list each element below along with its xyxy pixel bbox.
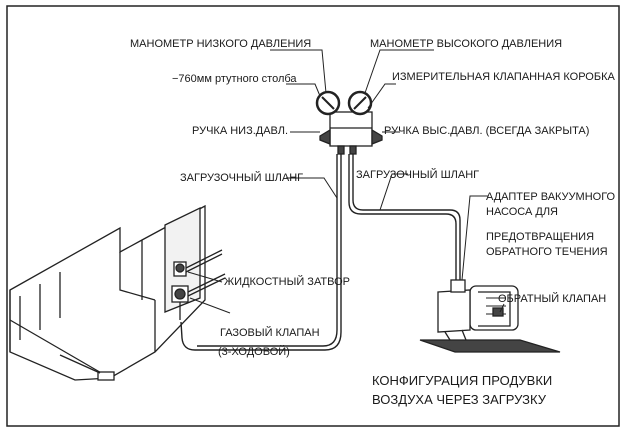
adapter-label-1: АДАПТЕР ВАКУУМНОГО <box>486 191 616 203</box>
liquid-valve-icon <box>175 263 185 273</box>
caption-line-1: КОНФИГУРАЦИЯ ПРОДУВКИ <box>372 373 552 388</box>
charge-hose-right <box>352 154 461 284</box>
high-gauge-label: МАНОМЕТР ВЫСОКОГО ДАВЛЕНИЯ <box>370 38 562 50</box>
check-valve-label: ОБРАТНЫЙ КЛАПАН <box>498 292 606 305</box>
caption-line-2: ВОЗДУХА ЧЕРЕЗ ЗАГРУЗКУ <box>372 392 547 407</box>
low-handle-knob <box>319 128 331 145</box>
adapter-icon <box>450 279 466 293</box>
low-gauge-label: МАНОМЕТР НИЗКОГО ДАВЛЕНИЯ <box>130 38 311 50</box>
liquid-valve-label: ЖИДКОСТНЫЙ ЗАТВОР <box>224 275 350 288</box>
service-valves <box>171 249 226 320</box>
high-handle-label: РУЧКА ВЫС.ДАВЛ. (ВСЕГДА ЗАКРЫТА) <box>384 125 589 137</box>
manifold-body <box>329 111 373 147</box>
outdoor-unit <box>9 204 206 381</box>
charge-hose-left <box>180 154 342 351</box>
adapter-label-3: ПРЕДОТВРАЩЕНИЯ <box>486 231 594 243</box>
manifold-gauge-set <box>315 90 383 155</box>
vacuum-reading-label: −760мм ртутного столба <box>172 73 297 85</box>
adapter-label-4: ОБРАТНОГО ТЕЧЕНИЯ <box>486 246 608 258</box>
manifold-label: ИЗМЕРИТЕЛЬНАЯ КЛАПАННАЯ КОРОБКА <box>392 71 615 83</box>
charge-hoses <box>180 154 461 351</box>
pump-housing <box>437 289 471 333</box>
gas-valve-icon <box>174 288 186 300</box>
leader-lines <box>187 49 505 314</box>
high-handle-knob <box>371 128 383 145</box>
charge-hose-left-label: ЗАГРУЗОЧНЫЙ ШЛАНГ <box>180 171 303 184</box>
adapter-label-2: НАСОСА ДЛЯ <box>486 206 558 218</box>
gas-valve-label-1: ГАЗОВЫЙ КЛАПАН <box>220 326 320 339</box>
check-valve-icon <box>492 307 504 317</box>
low-handle-label: РУЧКА НИЗ.ДАВЛ. <box>192 125 288 137</box>
pump-base <box>419 339 561 353</box>
vacuum-pump <box>419 279 561 353</box>
charge-hose-right-label: ЗАГРУЗОЧНЫЙ ШЛАНГ <box>356 168 479 181</box>
gas-valve-label-2: (3-ХОДОВОЙ) <box>218 345 290 358</box>
